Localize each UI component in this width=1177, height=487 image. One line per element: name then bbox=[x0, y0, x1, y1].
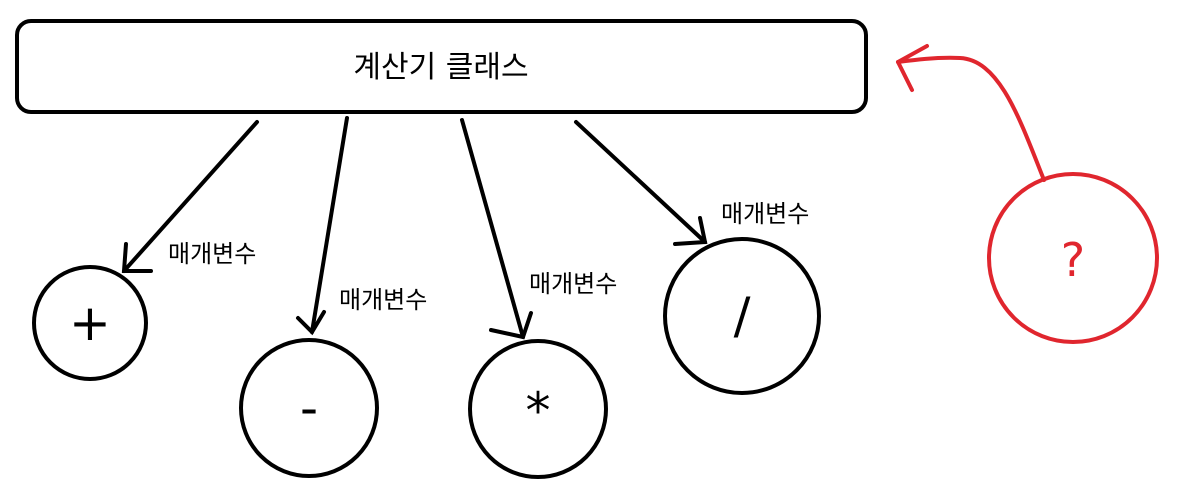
calculator-class-box bbox=[15, 19, 868, 114]
question-symbol: ? bbox=[1061, 233, 1085, 287]
operator-minus-node: - bbox=[239, 338, 379, 478]
calculator-class-title: 계산기 클래스 bbox=[353, 50, 528, 85]
operator-divide-node: / bbox=[663, 237, 821, 395]
divide-param-label: 매개변수 bbox=[721, 200, 809, 228]
multiply-param-label: 매개변수 bbox=[529, 270, 617, 298]
red-arrow-to-class bbox=[896, 44, 1046, 182]
minus-symbol: - bbox=[300, 379, 318, 437]
arrow-to-plus bbox=[121, 120, 259, 273]
minus-param-label: 매개변수 bbox=[339, 286, 427, 314]
arrow-to-multiply bbox=[460, 118, 533, 340]
plus-symbol: + bbox=[69, 294, 111, 352]
operator-multiply-node: * bbox=[468, 339, 608, 479]
divide-symbol: / bbox=[734, 287, 751, 345]
operator-plus-node: + bbox=[32, 265, 148, 381]
multiply-symbol: * bbox=[526, 382, 551, 440]
plus-param-label: 매개변수 bbox=[168, 240, 256, 268]
unknown-operator-node: ? bbox=[987, 172, 1159, 344]
arrow-to-divide bbox=[574, 120, 708, 246]
arrow-to-minus bbox=[296, 116, 349, 336]
